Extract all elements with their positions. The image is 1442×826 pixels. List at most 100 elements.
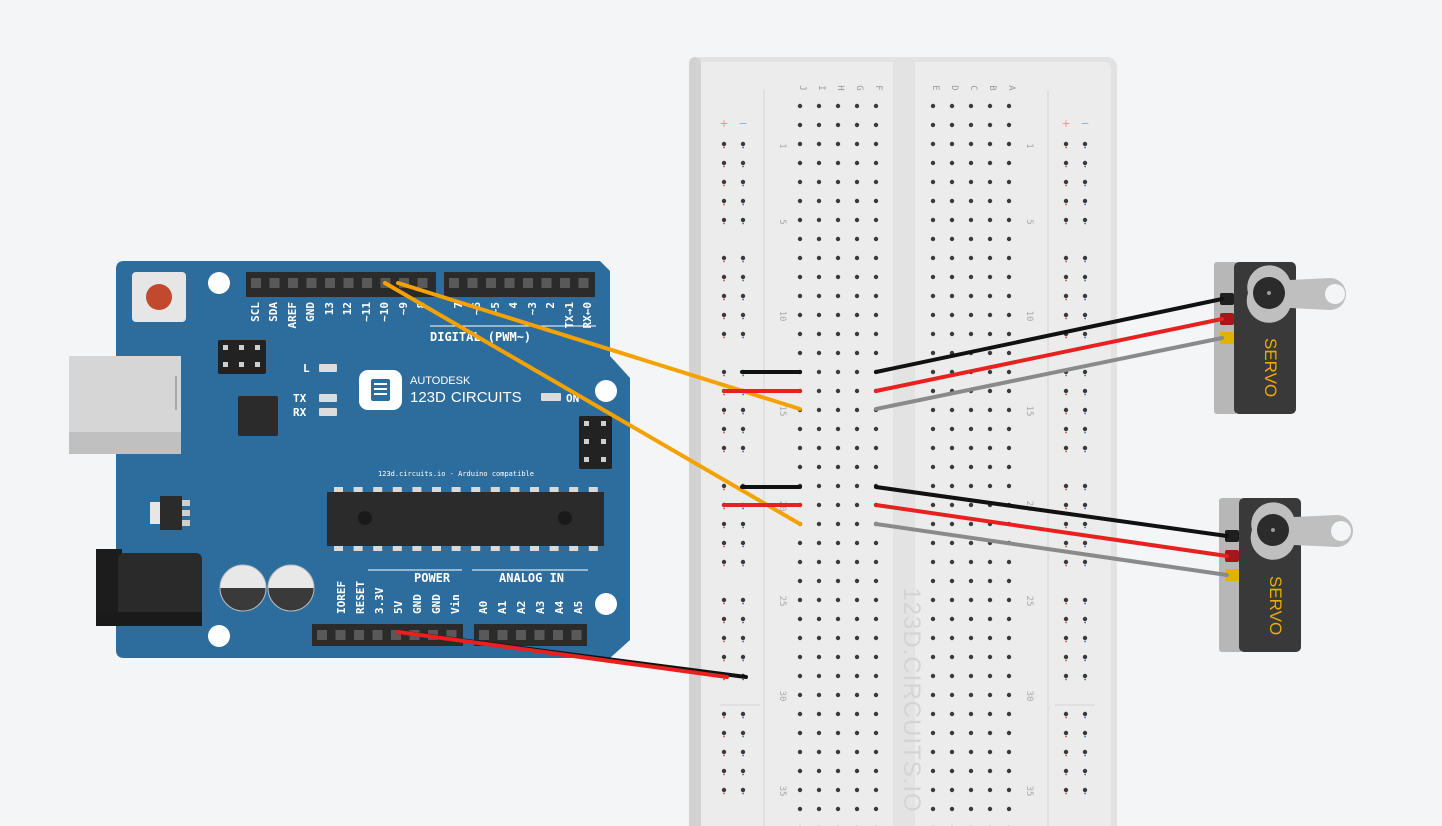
breadboard-hole[interactable] — [835, 122, 841, 128]
breadboard-hole[interactable] — [1006, 616, 1012, 622]
breadboard-hole[interactable] — [835, 578, 841, 584]
breadboard-hole[interactable] — [968, 141, 974, 147]
breadboard-hole[interactable] — [968, 673, 974, 679]
breadboard-hole[interactable] — [873, 141, 879, 147]
breadboard-hole[interactable] — [968, 179, 974, 185]
breadboard-hole[interactable] — [987, 388, 993, 394]
breadboard-hole[interactable] — [1006, 578, 1012, 584]
breadboard-hole[interactable] — [930, 160, 936, 166]
wire-servo1-vcc[interactable] — [874, 317, 1224, 393]
breadboard-hole[interactable] — [835, 426, 841, 432]
breadboard-hole[interactable] — [930, 407, 936, 413]
breadboard-hole[interactable] — [968, 426, 974, 432]
breadboard-hole[interactable] — [949, 483, 955, 489]
breadboard-hole[interactable] — [816, 141, 822, 147]
breadboard-hole[interactable] — [949, 464, 955, 470]
breadboard-hole[interactable] — [968, 198, 974, 204]
rail-hole[interactable] — [1063, 141, 1069, 147]
breadboard-hole[interactable] — [987, 768, 993, 774]
breadboard-hole[interactable] — [930, 597, 936, 603]
breadboard-hole[interactable] — [968, 103, 974, 109]
breadboard-hole[interactable] — [1006, 749, 1012, 755]
breadboard-hole[interactable] — [949, 312, 955, 318]
breadboard-hole[interactable] — [987, 331, 993, 337]
breadboard-hole[interactable] — [968, 521, 974, 527]
rail-hole[interactable] — [740, 312, 746, 318]
rail-hole[interactable] — [1082, 141, 1088, 147]
breadboard-hole[interactable] — [930, 103, 936, 109]
rail-hole[interactable] — [1082, 388, 1088, 394]
breadboard-hole[interactable] — [1006, 654, 1012, 660]
rail-hole[interactable] — [1063, 217, 1069, 223]
breadboard-hole[interactable] — [1006, 122, 1012, 128]
rail-hole[interactable] — [1082, 198, 1088, 204]
breadboard-hole[interactable] — [873, 103, 879, 109]
breadboard-hole[interactable] — [816, 331, 822, 337]
breadboard-hole[interactable] — [797, 122, 803, 128]
wire-pin9-signal[interactable] — [396, 281, 802, 411]
rail-hole[interactable] — [1082, 673, 1088, 679]
dc-jack[interactable] — [118, 553, 202, 623]
breadboard-hole[interactable] — [949, 635, 955, 641]
rail-hole[interactable] — [721, 407, 727, 413]
breadboard-hole[interactable] — [873, 464, 879, 470]
breadboard-hole[interactable] — [987, 350, 993, 356]
breadboard-hole[interactable] — [854, 711, 860, 717]
rail-hole[interactable] — [721, 293, 727, 299]
pin-socket[interactable] — [578, 278, 589, 288]
rail-hole[interactable] — [1063, 749, 1069, 755]
rail-hole[interactable] — [740, 293, 746, 299]
breadboard-hole[interactable] — [968, 236, 974, 242]
breadboard-hole[interactable] — [949, 654, 955, 660]
breadboard-hole[interactable] — [968, 806, 974, 812]
breadboard-hole[interactable] — [835, 445, 841, 451]
rail-hole[interactable] — [1063, 255, 1069, 261]
breadboard-hole[interactable] — [816, 426, 822, 432]
breadboard-hole[interactable] — [987, 711, 993, 717]
breadboard-hole[interactable] — [816, 483, 822, 489]
rail-hole[interactable] — [721, 426, 727, 432]
breadboard-hole[interactable] — [949, 768, 955, 774]
rail-hole[interactable] — [740, 274, 746, 280]
breadboard-hole[interactable] — [1006, 179, 1012, 185]
rail-hole[interactable] — [740, 597, 746, 603]
rail-hole[interactable] — [1063, 673, 1069, 679]
breadboard-hole[interactable] — [873, 255, 879, 261]
rail-hole[interactable] — [721, 635, 727, 641]
rail-hole[interactable] — [721, 217, 727, 223]
breadboard-hole[interactable] — [854, 160, 860, 166]
breadboard-hole[interactable] — [987, 426, 993, 432]
breadboard-hole[interactable] — [949, 122, 955, 128]
breadboard-hole[interactable] — [968, 635, 974, 641]
breadboard-hole[interactable] — [854, 350, 860, 356]
breadboard-hole[interactable] — [854, 597, 860, 603]
rail-hole[interactable] — [740, 635, 746, 641]
breadboard-hole[interactable] — [873, 198, 879, 204]
breadboard-hole[interactable] — [987, 464, 993, 470]
breadboard-hole[interactable] — [797, 540, 803, 546]
rail-hole[interactable] — [740, 521, 746, 527]
breadboard-hole[interactable] — [816, 236, 822, 242]
breadboard-hole[interactable] — [816, 388, 822, 394]
breadboard-hole[interactable] — [930, 654, 936, 660]
breadboard-hole[interactable] — [968, 502, 974, 508]
breadboard-hole[interactable] — [816, 673, 822, 679]
breadboard-hole[interactable] — [968, 578, 974, 584]
breadboard-hole[interactable] — [797, 426, 803, 432]
rail-hole[interactable] — [721, 749, 727, 755]
breadboard-hole[interactable] — [987, 578, 993, 584]
breadboard-hole[interactable] — [987, 616, 993, 622]
breadboard-hole[interactable] — [797, 236, 803, 242]
breadboard-hole[interactable] — [835, 711, 841, 717]
breadboard-hole[interactable] — [968, 654, 974, 660]
wire-servo1-signal[interactable] — [874, 336, 1224, 411]
wire-servo1-gnd[interactable] — [874, 297, 1224, 374]
breadboard-hole[interactable] — [816, 198, 822, 204]
breadboard-hole[interactable] — [968, 217, 974, 223]
breadboard-hole[interactable] — [968, 274, 974, 280]
breadboard-hole[interactable] — [873, 331, 879, 337]
pin-socket[interactable] — [325, 278, 335, 288]
breadboard-hole[interactable] — [816, 445, 822, 451]
wire-servo2-gnd[interactable] — [874, 485, 1229, 538]
